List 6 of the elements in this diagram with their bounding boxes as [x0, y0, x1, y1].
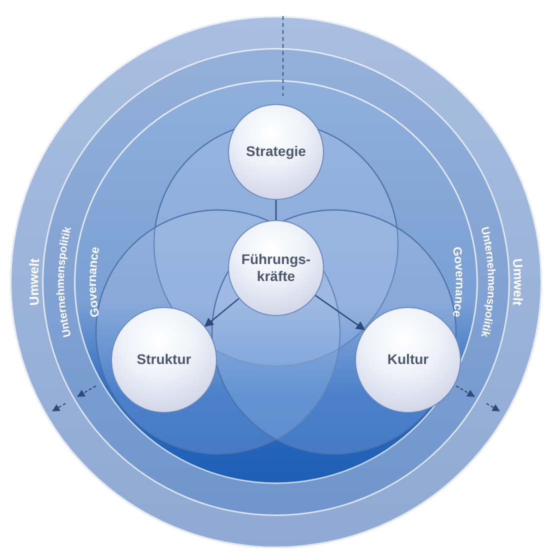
connector-arrow: [204, 298, 240, 327]
node-label: Strategie: [245, 143, 307, 161]
node-label: Struktur: [136, 351, 192, 369]
node-label: Kultur: [386, 351, 430, 369]
connector-arrow: [315, 294, 366, 330]
node-label: Führungs- kräfte: [240, 250, 312, 286]
